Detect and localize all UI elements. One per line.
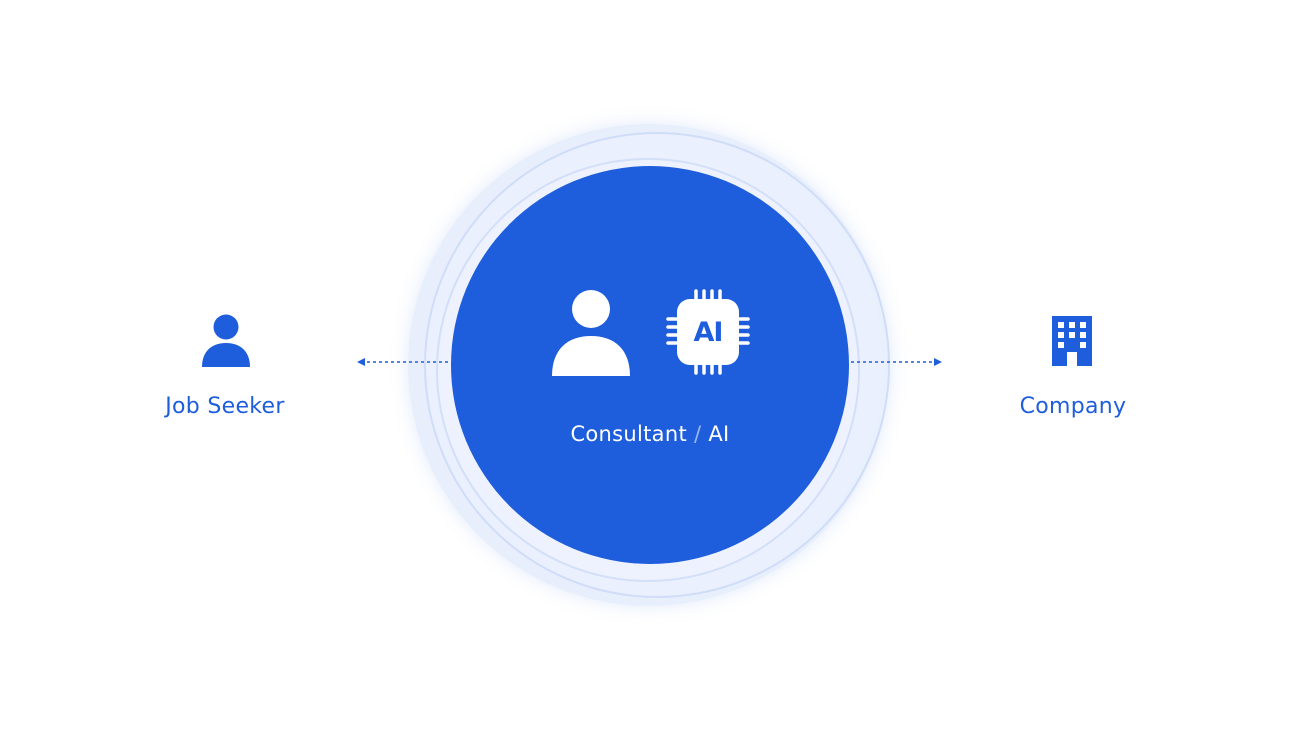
arrow-to-company (851, 358, 942, 366)
consultant-ai-circle (451, 166, 849, 564)
consultant-ai-label: Consultant /AI (500, 422, 800, 446)
arrow-to-job-seeker (357, 358, 448, 366)
separator-slash: / (694, 422, 702, 446)
consultant-text: Consultant (570, 422, 687, 446)
ai-chip-icon (666, 289, 750, 375)
person-icon (202, 314, 250, 367)
ai-text: AI (708, 422, 730, 446)
building-icon (1052, 316, 1092, 366)
job-seeker-label: Job Seeker (165, 394, 285, 419)
consultant-person-icon (552, 290, 630, 376)
ai-chip-text: AI (693, 316, 724, 348)
company-label: Company (1019, 394, 1127, 419)
